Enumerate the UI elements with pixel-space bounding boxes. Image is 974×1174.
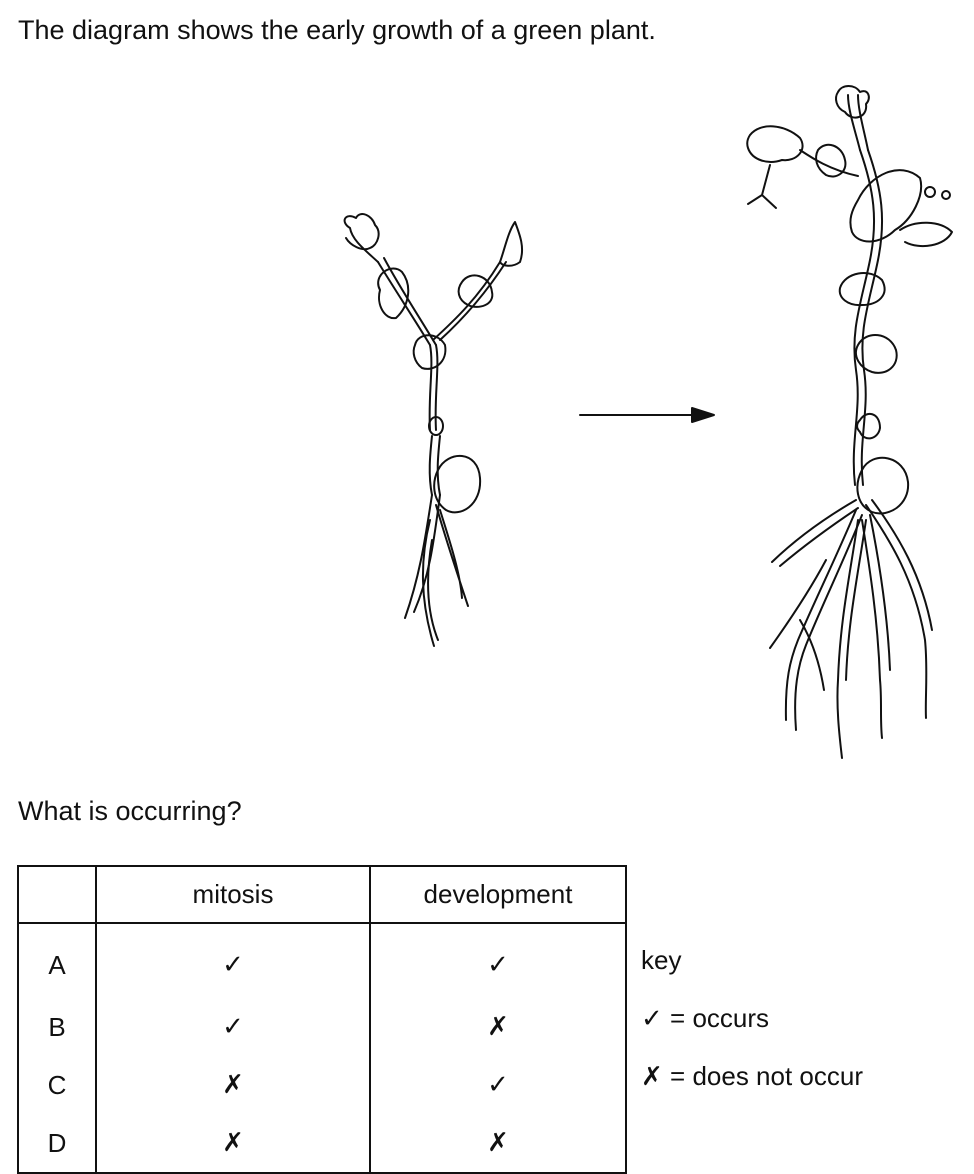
mitosis-mark: ✗ <box>95 1114 371 1174</box>
option-row-c[interactable]: C ✗ ✓ <box>17 1056 627 1114</box>
options-table: mitosis development A ✓ ✓ B ✓ ✗ C ✗ ✓ D … <box>17 865 627 1174</box>
young-seedling-illustration <box>343 213 524 647</box>
option-row-b[interactable]: B ✓ ✗ <box>17 998 627 1056</box>
question-text: What is occurring? <box>18 796 242 826</box>
key-cross-entry: ✗ = does not occur <box>641 1060 863 1093</box>
development-mark: ✓ <box>369 1056 627 1114</box>
option-letter: D <box>17 1114 97 1174</box>
mitosis-mark: ✓ <box>95 998 371 1056</box>
tick-meaning: = occurs <box>670 1003 770 1033</box>
key-tick-entry: ✓ = occurs <box>641 1002 769 1035</box>
mitosis-mark: ✓ <box>95 923 371 998</box>
header-development: development <box>369 865 627 924</box>
table-header-row: mitosis development <box>17 865 627 924</box>
cross-meaning: = does not occur <box>670 1061 863 1091</box>
older-plant-illustration <box>746 85 953 759</box>
growth-arrow <box>579 407 715 423</box>
key-title: key <box>641 945 682 975</box>
header-mitosis: mitosis <box>95 865 371 924</box>
option-letter: B <box>17 998 97 1056</box>
development-mark: ✗ <box>369 1114 627 1174</box>
tick-symbol: ✓ <box>641 1004 663 1034</box>
intro-text: The diagram shows the early growth of a … <box>18 15 656 45</box>
option-row-d[interactable]: D ✗ ✗ <box>17 1114 627 1174</box>
mitosis-mark: ✗ <box>95 1056 371 1114</box>
option-letter: C <box>17 1056 97 1114</box>
header-letter <box>17 865 97 924</box>
option-letter: A <box>17 923 97 998</box>
option-row-a[interactable]: A ✓ ✓ <box>17 923 627 998</box>
development-mark: ✓ <box>369 923 627 998</box>
cross-symbol: ✗ <box>641 1062 663 1092</box>
development-mark: ✗ <box>369 998 627 1056</box>
plant-growth-diagram <box>343 85 953 759</box>
